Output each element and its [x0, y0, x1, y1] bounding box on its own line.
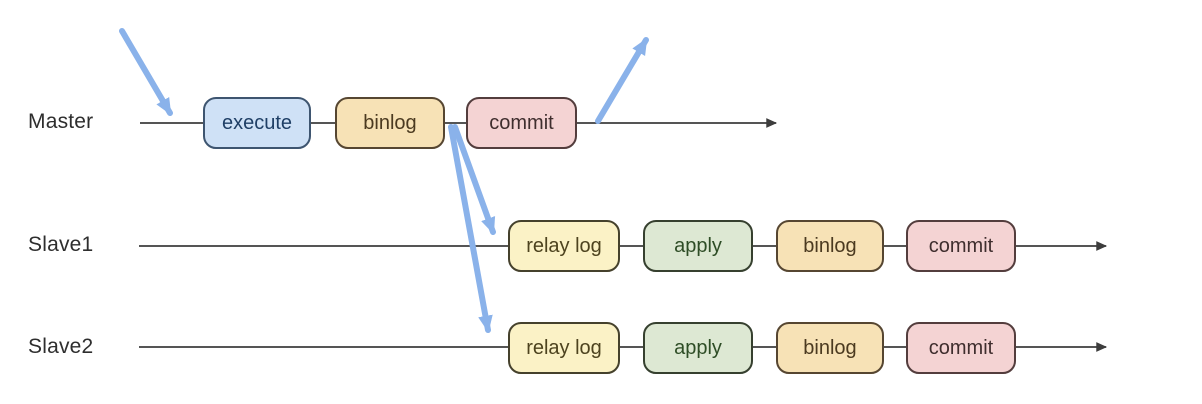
node-master-binlog: binlog	[335, 97, 445, 149]
row-label-slave1: Slave1	[28, 233, 94, 256]
node-master-execute: execute	[203, 97, 311, 149]
node-slave1-relay-log: relay log	[508, 220, 620, 272]
node-slave2-relay-log: relay log	[508, 322, 620, 374]
node-slave1-binlog: binlog	[776, 220, 884, 272]
node-slave2-commit: commit	[906, 322, 1016, 374]
node-slave2-binlog: binlog	[776, 322, 884, 374]
row-label-slave2: Slave2	[28, 335, 94, 358]
node-slave1-apply: apply	[643, 220, 753, 272]
node-slave1-commit: commit	[906, 220, 1016, 272]
node-master-commit: commit	[466, 97, 577, 149]
row-label-master: Master	[28, 110, 94, 133]
node-slave2-apply: apply	[643, 322, 753, 374]
